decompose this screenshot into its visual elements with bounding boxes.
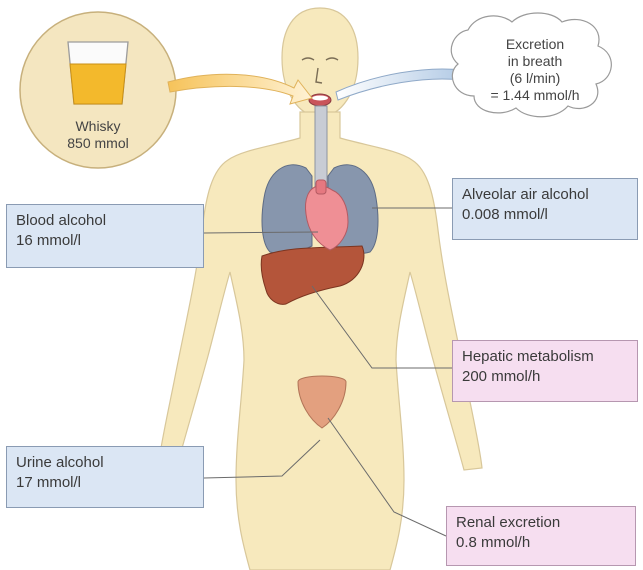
whisky-glass-icon: [68, 42, 128, 104]
renal-excretion-value: 0.8 mmol/h: [456, 533, 626, 553]
renal-excretion-box: Renal excretion 0.8 mmol/h: [446, 506, 636, 566]
breath-line-3: (6 l/min): [470, 70, 600, 87]
blood-alcohol-title: Blood alcohol: [16, 211, 194, 231]
blood-alcohol-value: 16 mmol/l: [16, 231, 194, 251]
breath-line-4: = 1.44 mmol/h: [470, 87, 600, 104]
urine-alcohol-value: 17 mmol/l: [16, 473, 194, 493]
breath-line-1: Excretion: [470, 36, 600, 53]
alveolar-air-value: 0.008 mmol/l: [462, 205, 628, 225]
urine-alcohol-box: Urine alcohol 17 mmol/l: [6, 446, 204, 508]
trachea: [315, 106, 327, 188]
breath-line-2: in breath: [470, 53, 600, 70]
aorta: [316, 180, 326, 194]
whisky-name: Whisky: [50, 118, 146, 135]
alveolar-air-title: Alveolar air alcohol: [462, 185, 628, 205]
urine-alcohol-title: Urine alcohol: [16, 453, 194, 473]
hepatic-metabolism-box: Hepatic metabolism 200 mmol/h: [452, 340, 638, 402]
alveolar-air-box: Alveolar air alcohol 0.008 mmol/l: [452, 178, 638, 240]
hepatic-metabolism-title: Hepatic metabolism: [462, 347, 628, 367]
breath-excretion-text: Excretion in breath (6 l/min) = 1.44 mmo…: [470, 36, 600, 104]
whisky-amount: 850 mmol: [50, 135, 146, 152]
whisky-label: Whisky 850 mmol: [50, 118, 146, 152]
teeth: [312, 96, 328, 101]
hepatic-metabolism-value: 200 mmol/h: [462, 367, 628, 387]
renal-excretion-title: Renal excretion: [456, 513, 626, 533]
blood-alcohol-box: Blood alcohol 16 mmol/l: [6, 204, 204, 268]
